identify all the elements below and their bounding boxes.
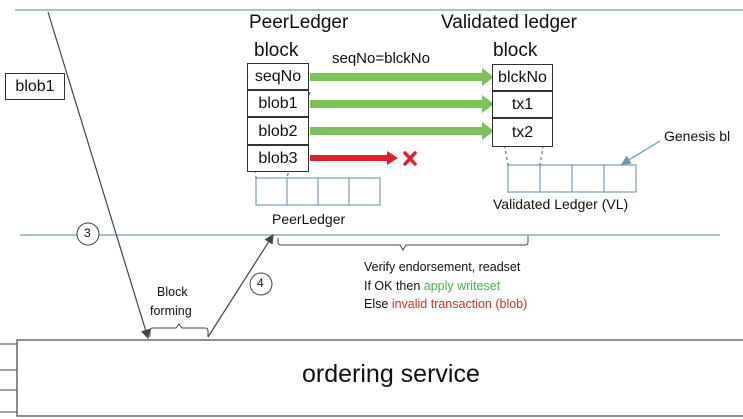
verification-brace <box>277 236 529 251</box>
accept-arrow-blob2 <box>310 122 494 140</box>
validation-line3: Else invalid transaction (blob) <box>364 297 527 311</box>
validated-ledger-chain <box>507 164 637 193</box>
step3-label: 3 <box>84 226 91 240</box>
step3-arrow <box>47 11 151 340</box>
validation-line3-action: invalid transaction (blob) <box>391 297 528 311</box>
accept-arrow-blob1 <box>310 95 494 113</box>
validation-line1: Verify endorsement, readset <box>364 260 521 274</box>
genesis-block-label: Genesis bl <box>664 128 731 144</box>
validation-line2-action: apply writeset <box>423 279 501 293</box>
incoming-blob: blob1 <box>5 73 65 100</box>
validation-line2: If OK then apply writeset <box>364 279 500 293</box>
ordering-service-box <box>16 339 743 417</box>
step4-arrow <box>207 233 274 338</box>
step4-label: 4 <box>257 276 264 290</box>
step4-circle <box>249 272 273 296</box>
vl-cell-blckno: blckNo <box>492 64 553 91</box>
mapping-label: seqNo=blckNo <box>332 50 430 67</box>
validation-line2-prefix: If OK then <box>364 279 421 293</box>
accept-arrow-seqno <box>310 68 494 86</box>
block-forming-line2: forming <box>150 304 192 318</box>
block-forming-brace <box>149 323 209 337</box>
validated-ledger-block-label: block <box>493 40 538 61</box>
peer-cell-blob2: blob2 <box>247 117 309 145</box>
peer-cell-seqno: seqNo <box>247 63 309 90</box>
validated-ledger-title: Validated ledger <box>441 12 577 33</box>
step3-circle <box>76 222 100 246</box>
peer-cell-blob3: blob3 <box>247 145 309 172</box>
ordering-service-label: ordering service <box>302 360 480 388</box>
block-forming-line1: Block <box>157 285 188 299</box>
peer-cell-blob1: blob1 <box>247 90 309 117</box>
vl-cell-tx1: tx1 <box>492 91 553 118</box>
ordering-service-inputs <box>0 343 17 413</box>
reject-x-icon <box>403 151 417 166</box>
peer-ledger-block-label: block <box>254 40 299 61</box>
genesis-arrow <box>620 140 661 165</box>
validation-line3-prefix: Else <box>364 297 389 311</box>
validated-ledger-chain-label: Validated Ledger (VL) <box>493 196 629 212</box>
peer-ledger-chain <box>255 177 381 206</box>
vl-cell-tx2: tx2 <box>492 118 553 147</box>
reject-arrow <box>310 151 398 165</box>
peer-ledger-title: PeerLedger <box>249 12 349 33</box>
peer-ledger-chain-label: PeerLedger <box>272 211 346 227</box>
accept-arrows <box>310 68 494 140</box>
